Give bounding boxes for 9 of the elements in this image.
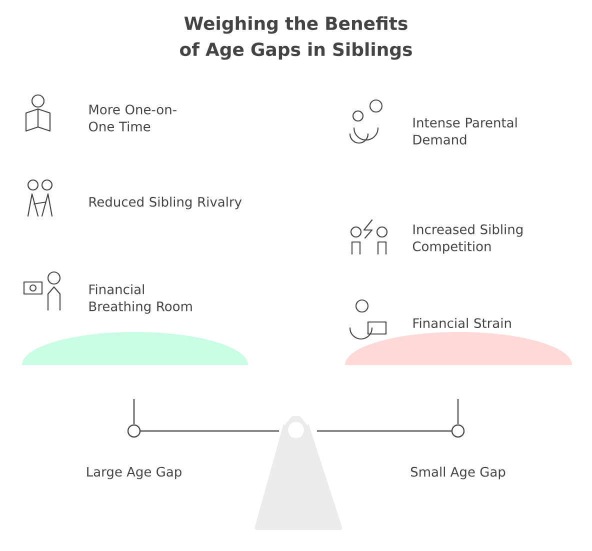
item-label: Increased Sibling Competition [412, 224, 522, 254]
item-label: Financial Strain [413, 318, 511, 328]
side-label: Large Age Gap [87, 466, 182, 480]
title: Weighing the Benefits of Age Gaps in Siblings [180, 16, 412, 60]
item-label: Financial Breathing Room [89, 284, 192, 314]
item-label: Intense Parental Demand [413, 117, 517, 145]
item-label: More One-on-One Time [88, 104, 176, 132]
side-label: Small Age Gap [410, 466, 506, 480]
item-label: Reduced Sibling Rivalry [89, 196, 242, 210]
